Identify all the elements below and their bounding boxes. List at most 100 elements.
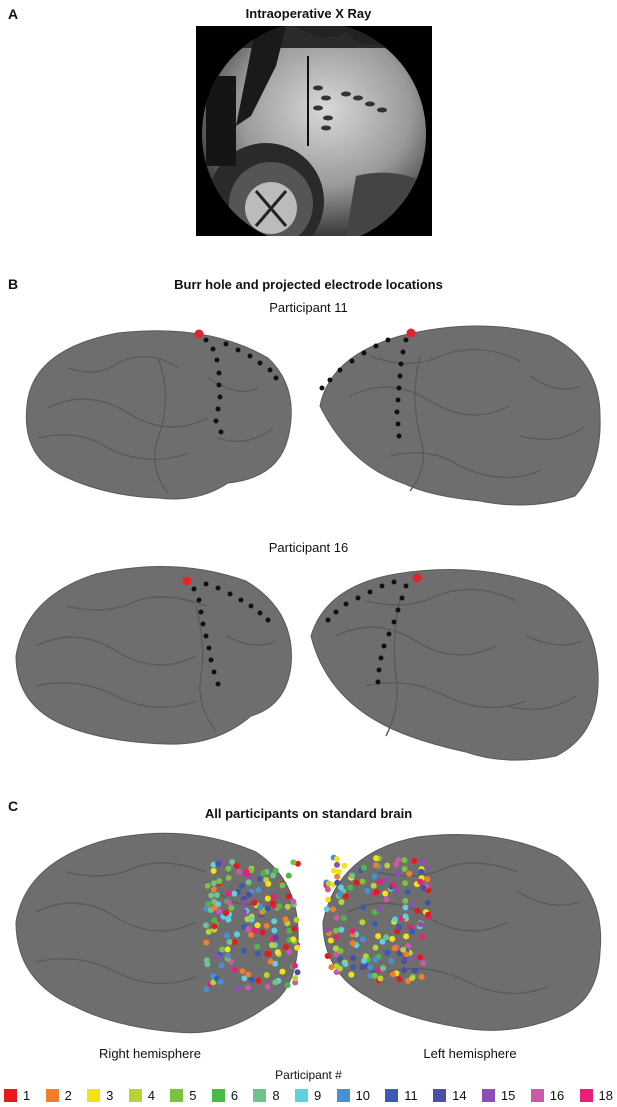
electrode-dot	[204, 882, 211, 889]
electrode-dot	[272, 867, 279, 874]
electrode-dot	[257, 903, 264, 910]
electrode-dot	[420, 884, 427, 891]
legend-swatch	[481, 1088, 495, 1102]
electrode-dot	[286, 948, 293, 955]
legend-label: 1	[23, 1087, 31, 1103]
electrode-dot	[375, 933, 382, 940]
electrode-dot	[290, 859, 297, 866]
panel-a-title: Intraoperative X Ray	[245, 6, 372, 21]
electrode-dot	[384, 862, 391, 869]
legend-item: 2	[45, 1086, 72, 1104]
burr-hole-marker	[182, 576, 192, 586]
electrode-dot	[391, 945, 398, 952]
electrode-dot	[254, 943, 261, 950]
electrode-dot	[291, 925, 298, 932]
electrode-dot	[256, 876, 263, 883]
electrode-dot	[327, 937, 334, 944]
electrode-dot	[337, 948, 344, 954]
electrode-dot	[284, 982, 291, 989]
legend-label: 8	[272, 1087, 280, 1103]
electrode-dot	[384, 949, 391, 956]
electrode-dot	[231, 966, 238, 973]
electrode-dot	[395, 856, 402, 863]
electrode-dot	[223, 932, 230, 939]
electrode-dot	[418, 973, 425, 980]
electrode-dot	[294, 969, 301, 976]
electrode-dot	[218, 962, 225, 969]
electrode-dot	[336, 956, 343, 963]
electrode-dot	[255, 977, 262, 984]
electrode-dot	[324, 926, 331, 933]
legend-swatch	[45, 1088, 59, 1102]
brain-p16-left	[310, 569, 599, 761]
electrode-dot	[337, 884, 344, 891]
electrode-dot	[254, 950, 261, 957]
legend-item: 9	[294, 1086, 321, 1104]
electrode-dot	[210, 867, 217, 874]
electrode-dot	[214, 953, 221, 960]
xray-image	[196, 26, 432, 236]
brain-p11-left	[319, 325, 601, 506]
legend-swatch	[4, 1088, 17, 1102]
burr-hole-marker	[412, 573, 422, 583]
electrode-dot	[255, 887, 262, 893]
electrode-dot	[393, 861, 400, 868]
electrode-dot	[245, 926, 252, 933]
electrode-dot	[333, 951, 340, 958]
electrode-dot	[330, 906, 337, 913]
left-hemisphere-label: Left hemisphere	[423, 1046, 517, 1061]
legend-swatch	[211, 1088, 225, 1102]
electrode-dot	[293, 916, 300, 923]
legend-label: 15	[500, 1087, 516, 1103]
brain-p11-right	[25, 329, 292, 500]
electrode-dot	[417, 878, 424, 885]
electrode-dot	[292, 979, 299, 986]
electrode-dot	[260, 870, 267, 877]
electrode-dot	[414, 907, 421, 914]
legend-swatch	[128, 1088, 142, 1102]
electrode-dot	[403, 933, 410, 940]
electrode-dot	[279, 882, 286, 889]
electrode-dot	[353, 879, 360, 886]
electrode-dot	[211, 917, 218, 924]
electrode-dot	[229, 859, 236, 865]
electrode-dot	[410, 955, 417, 961]
electrode-dot	[347, 884, 354, 891]
legend-swatch	[530, 1088, 544, 1102]
panel-c-title: All participants on standard brain	[204, 806, 413, 821]
electrode-dot	[243, 868, 250, 875]
electrode-dot	[401, 866, 408, 872]
electrode-dot	[338, 926, 345, 933]
electrode-dot	[334, 879, 341, 886]
electrode-dot	[406, 870, 413, 877]
electrode-dot	[338, 899, 345, 905]
electrode-dot	[294, 860, 301, 867]
electrode-dot	[272, 934, 279, 941]
electrode-dot	[215, 901, 221, 908]
electrode-dot	[336, 965, 343, 972]
electrode-dot	[224, 946, 231, 953]
electrode-dot	[264, 950, 271, 957]
electrode-dot	[400, 946, 407, 953]
electrode-dot	[418, 868, 425, 875]
electrode-dot	[420, 960, 427, 967]
electrode-dot	[383, 896, 390, 903]
electrode-dot	[396, 976, 403, 983]
electrode-dot	[389, 971, 396, 978]
electrode-dot	[419, 858, 426, 865]
electrode-dot	[248, 916, 255, 923]
electrode-dot	[234, 986, 241, 993]
electrode-dot	[364, 887, 371, 894]
electrode-dot	[217, 978, 224, 985]
electrode-dot	[291, 962, 298, 969]
electrode-dot	[350, 955, 357, 962]
electrode-dot	[294, 944, 301, 951]
electrode-dot	[333, 933, 339, 940]
electrode-dot	[342, 893, 349, 900]
electrode-dot	[231, 939, 238, 945]
electrode-dot	[238, 882, 245, 889]
electrode-dot	[371, 909, 378, 916]
electrode-dot	[383, 934, 390, 941]
electrode-dot	[348, 971, 355, 978]
electrode-dot	[392, 916, 398, 923]
